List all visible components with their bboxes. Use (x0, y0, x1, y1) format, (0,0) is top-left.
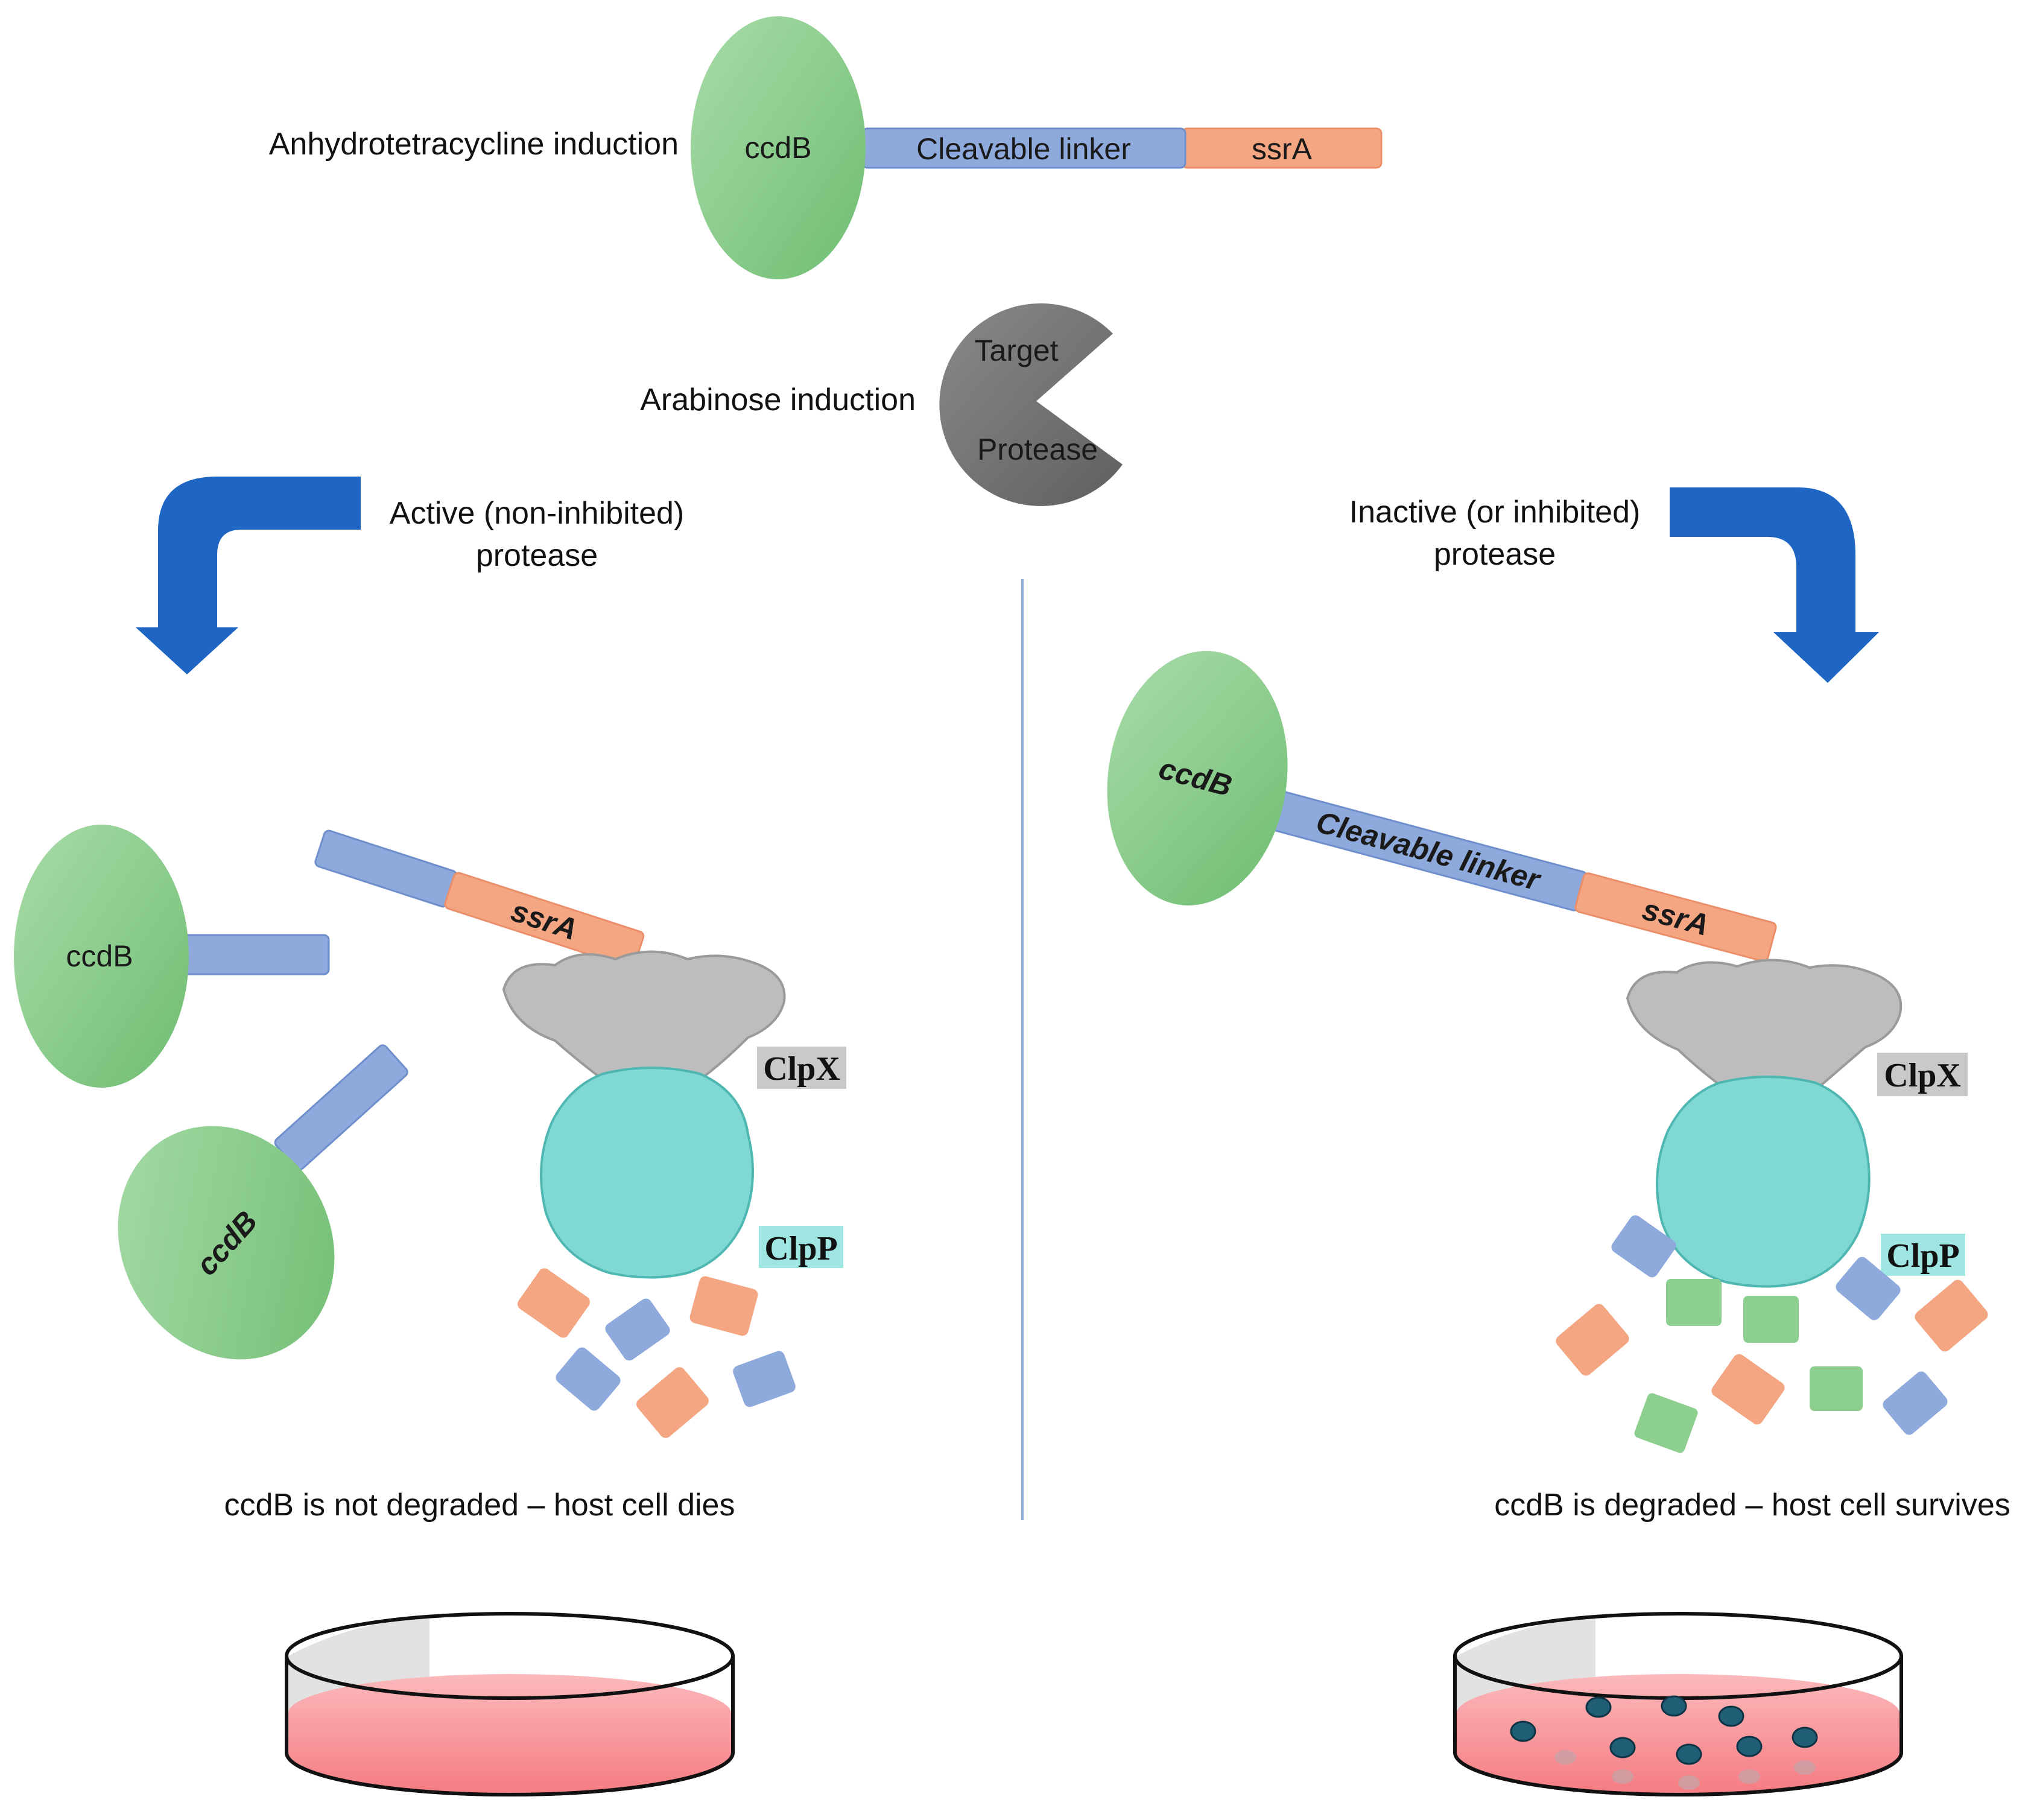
right-fragment-green-2 (1743, 1296, 1799, 1343)
colony (1736, 1736, 1763, 1757)
left-fragment-blue-1 (605, 1298, 670, 1361)
left-fragment-orange-1 (518, 1268, 590, 1338)
left-ccdb-ellipse-1 (14, 825, 189, 1088)
right-curved-arrow (1670, 487, 1879, 683)
left-fragment-blue-2 (556, 1347, 621, 1411)
left-petri-dish (285, 1612, 735, 1796)
left-ccdb-fragment-2: ccdB (118, 1044, 408, 1360)
colony (1585, 1696, 1612, 1718)
colony (1612, 1769, 1633, 1784)
right-clpxp-complex: ClpX ClpP (1626, 959, 1968, 1288)
top-ccdb-ellipse (691, 16, 866, 279)
left-fragment-blue-3 (733, 1351, 796, 1407)
right-fragment-green-3 (1810, 1366, 1863, 1411)
left-fragment-orange-3 (636, 1367, 709, 1438)
colony (1678, 1775, 1700, 1790)
right-ccdb-ellipse (1107, 651, 1288, 905)
top-linker-label: Cleavable linker (916, 132, 1131, 166)
left-dish-rim (285, 1612, 735, 1700)
atc-induction-label: Anhydrotetracycline induction (269, 127, 679, 162)
left-curved-arrow (136, 477, 361, 674)
right-clpp-tag (1881, 1234, 1965, 1276)
right-dish-colonies (1510, 1695, 1818, 1790)
colony (1718, 1705, 1744, 1727)
inactive-protease-label-2: protease (1434, 537, 1556, 572)
target-protease: Target Protease (939, 303, 1123, 506)
right-dish-base (1453, 1752, 1903, 1796)
right-clpp-label: ClpP (1886, 1237, 1959, 1275)
left-ccdb-label-1: ccdB (66, 939, 133, 973)
left-dish-medium (288, 1674, 731, 1793)
colony (1676, 1743, 1702, 1765)
right-ssra-segment (1574, 872, 1777, 962)
left-result-caption: ccdB is not degraded – host cell dies (224, 1488, 735, 1523)
left-clpp-structure (540, 1067, 754, 1279)
colony (1661, 1695, 1687, 1717)
left-degraded-fragments (518, 1268, 796, 1438)
top-ssra-label: ssrA (1252, 132, 1313, 166)
left-fragment-orange-2 (689, 1276, 758, 1336)
right-result-caption: ccdB is degraded – host cell survives (1494, 1488, 2010, 1523)
left-clpx-label: ClpX (763, 1050, 840, 1088)
protease-label-target: Target (975, 334, 1059, 367)
left-ccdb-fragment-1: ccdB (14, 825, 330, 1088)
protease-label-protease: Protease (977, 433, 1098, 466)
colony (1738, 1769, 1760, 1784)
arabinose-induction-label: Arabinose induction (640, 382, 916, 417)
colony (1794, 1760, 1816, 1775)
right-linker-ssra: Cleavable linker ssrA (1269, 790, 1777, 962)
right-fragment-blue-2 (1836, 1257, 1901, 1321)
colony (1609, 1737, 1636, 1758)
left-clpp-tag (759, 1226, 843, 1268)
right-fragment-blue-3 (1883, 1371, 1948, 1435)
right-fragment-orange-2 (1556, 1304, 1629, 1376)
left-fragment-ssra (444, 872, 645, 969)
right-clpp-structure (1656, 1076, 1871, 1288)
left-clpp-label: ClpP (764, 1230, 837, 1267)
right-linker-label: Cleavable linker (1313, 805, 1545, 897)
top-ccdb-label: ccdB (744, 131, 811, 165)
inactive-protease-label-1: Inactive (or inhibited) (1349, 495, 1641, 530)
active-protease-label-1: Active (non-inhibited) (390, 496, 684, 531)
top-construct: ccdB Cleavable linker ssrA (691, 16, 1383, 279)
colony (1554, 1750, 1576, 1765)
right-fragment-orange-3 (1711, 1354, 1785, 1425)
left-dish-base (285, 1752, 735, 1796)
right-fragment-green-4 (1634, 1393, 1698, 1453)
colony (1510, 1720, 1536, 1742)
left-fragment-linker (314, 829, 458, 908)
left-clpx-tag (757, 1047, 846, 1089)
right-petri-dish (1453, 1612, 1903, 1796)
right-degraded-fragments (1556, 1215, 1988, 1453)
left-clpx-structure (502, 950, 786, 1081)
right-fragment-green-1 (1666, 1279, 1722, 1326)
right-clpx-tag (1877, 1053, 1968, 1096)
left-linker-ssra-fragment: ssrA (314, 829, 645, 969)
left-linker-stub-1 (180, 934, 330, 975)
right-fragment-blue-1 (1611, 1215, 1676, 1278)
left-ccdb-ellipse-2 (118, 1126, 335, 1360)
active-protease-label-2: protease (476, 538, 598, 573)
protease-pacman-shape (939, 303, 1123, 506)
right-fragment-orange-1 (1915, 1279, 1988, 1352)
left-clpxp-complex: ClpX ClpP (502, 950, 846, 1279)
left-linker-stub-2 (274, 1044, 408, 1170)
colony (1792, 1726, 1818, 1748)
right-clpx-label: ClpX (1884, 1057, 1961, 1094)
right-intact-construct: Cleavable linker ssrA ccdB (1107, 651, 1777, 962)
right-clpx-structure (1626, 959, 1903, 1090)
